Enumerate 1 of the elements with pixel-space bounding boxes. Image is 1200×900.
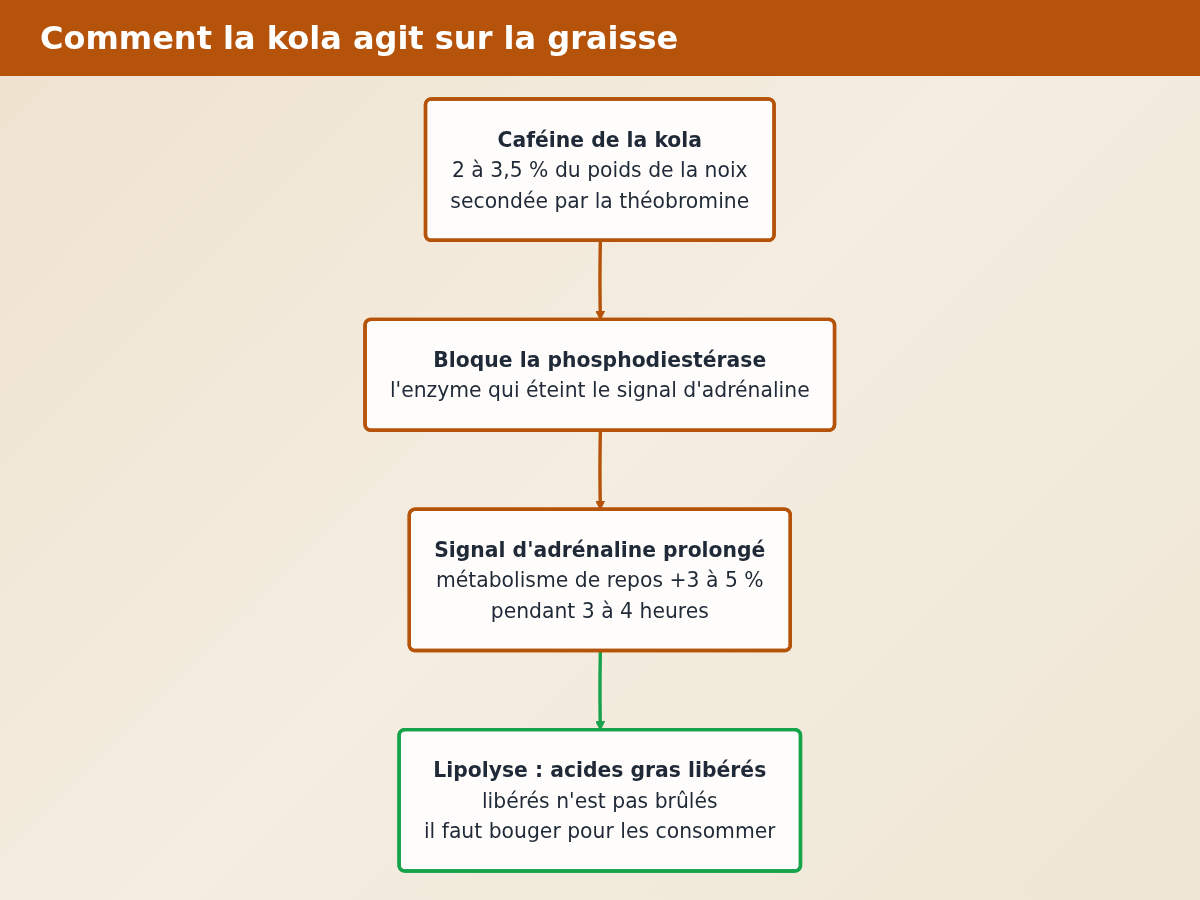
title-banner: Comment la kola agit sur la graisse bbox=[0, 0, 1200, 76]
